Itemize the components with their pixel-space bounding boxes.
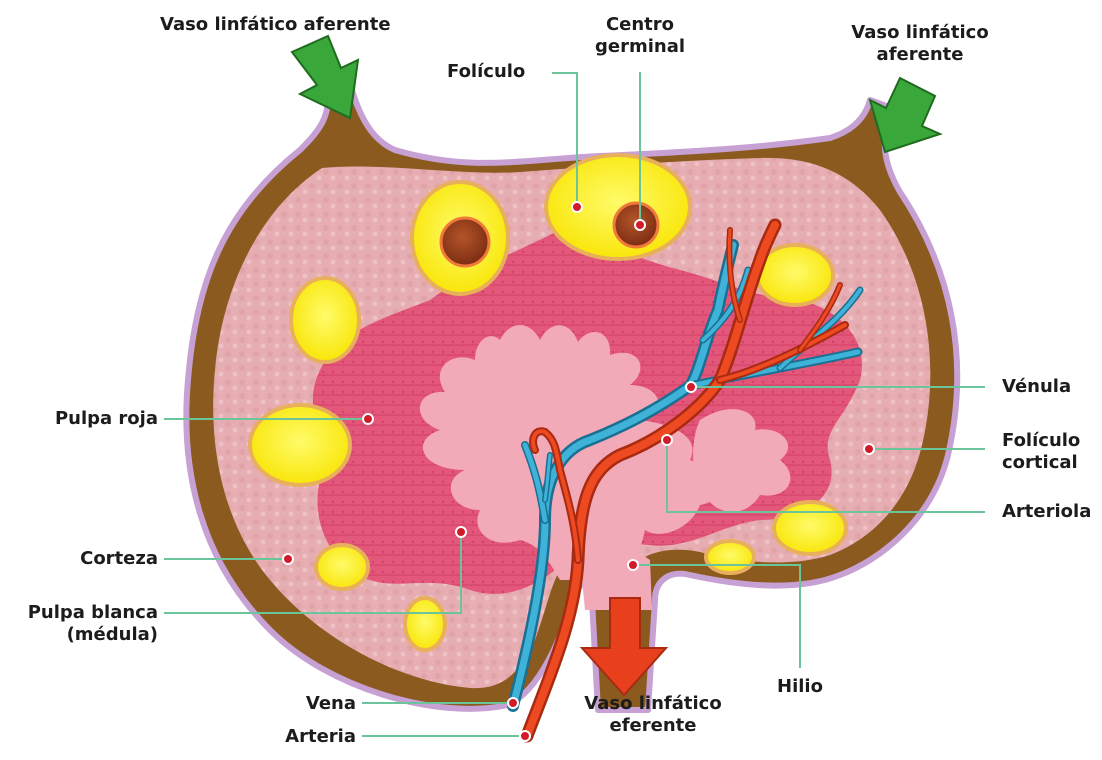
cortical-follicle-label: Folículo cortical [1002,430,1080,474]
cortical-follicle-label-line1: Folículo [1002,430,1080,452]
cortex-label: Corteza [20,548,158,570]
artery-label: Arteria [250,726,356,748]
arteriole-label: Arteriola [1002,501,1091,523]
germinal-center-label-line2: germinal [588,36,692,58]
follicle-label: Folículo [447,61,525,83]
afferent-vessel-label-right: Vaso linfático aferente [835,22,1005,66]
afferent-arrow-left [292,36,358,118]
germinal-center-label: Centro germinal [588,14,692,58]
cortical-follicle-label-line2: cortical [1002,452,1080,474]
efferent-vessel-label-line1: Vaso linfático [568,693,738,715]
efferent-vessel-label: Vaso linfático eferente [568,693,738,737]
germinal-center-label-line1: Centro [588,14,692,36]
afferent-vessel-label-left: Vaso linfático aferente [160,14,391,36]
vein-label: Vena [260,693,356,715]
afferent-vessel-label-right-line2: aferente [835,44,1005,66]
venule-label: Vénula [1002,376,1071,398]
efferent-vessel-label-line2: eferente [568,715,738,737]
afferent-vessel-label-right-line1: Vaso linfático [835,22,1005,44]
white-pulp-label-line2: (médula) [6,624,158,646]
white-pulp-label: Pulpa blanca (médula) [6,602,158,646]
hilum-label: Hilio [760,676,840,698]
white-pulp-label-line1: Pulpa blanca [6,602,158,624]
red-pulp-label: Pulpa roja [20,408,158,430]
